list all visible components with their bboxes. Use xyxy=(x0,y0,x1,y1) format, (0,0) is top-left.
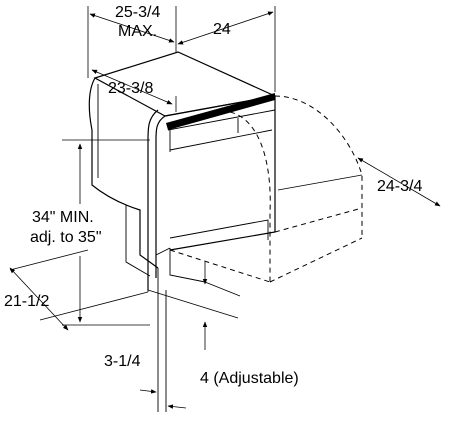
label-width: 24 xyxy=(213,21,231,38)
dim-arrow-width xyxy=(177,11,274,45)
label-toe-depth: 3-1/4 xyxy=(104,353,141,370)
door-mid-line xyxy=(274,207,363,233)
label-max-depth-note: MAX. xyxy=(118,23,157,40)
kick-top xyxy=(169,219,269,240)
dim-toe-height: 21-1/2 xyxy=(4,249,149,331)
door-open-bottom xyxy=(269,237,363,283)
dim-arrow-depth xyxy=(91,69,173,105)
door-arc-outer xyxy=(274,95,363,238)
panel-line xyxy=(167,109,276,131)
dim-arrow-toe-left xyxy=(139,389,157,394)
label-height-adj: adj. to 35" xyxy=(30,229,102,246)
label-door-open: 24-3/4 xyxy=(377,178,422,195)
dim-width: 24 xyxy=(177,6,276,92)
dim-arrow-max-depth xyxy=(89,13,175,43)
dim-max-depth: 25-3/4 MAX. xyxy=(87,4,177,78)
label-depth: 23-3/8 xyxy=(108,80,153,97)
handle-line xyxy=(169,129,273,151)
door-floor-line xyxy=(169,249,271,283)
floor-lines xyxy=(147,268,241,412)
ext-line xyxy=(277,174,363,191)
kick-left xyxy=(169,248,206,283)
ext-line xyxy=(39,291,149,321)
control-panel-strip xyxy=(166,93,275,130)
dim-toe-depth: 3-1/4 xyxy=(104,353,187,409)
dim-arrow-toe-height xyxy=(9,267,69,331)
dim-leg-adjust: 4 (Adjustable) xyxy=(200,262,299,387)
floor-line-right xyxy=(204,281,241,297)
cabinet-side xyxy=(88,77,159,269)
front-corner-inner xyxy=(155,115,166,278)
label-max-depth-value: 25-3/4 xyxy=(115,4,160,21)
appliance-body xyxy=(88,51,277,290)
dim-arrow-door-open xyxy=(357,157,441,207)
label-leg-adjust: 4 (Adjustable) xyxy=(200,370,299,387)
kick-join xyxy=(155,247,171,256)
dim-depth: 23-3/8 xyxy=(91,69,177,112)
floor-line-left xyxy=(147,289,239,319)
side-recess xyxy=(125,205,151,277)
ext-line xyxy=(9,249,89,271)
dim-arrow-toe-right xyxy=(167,404,187,409)
dim-door-open: 24-3/4 xyxy=(277,157,441,207)
door-arc-inner xyxy=(229,111,271,282)
label-height-min: 34" MIN. xyxy=(32,209,94,226)
label-toe-height: 21-1/2 xyxy=(4,293,49,310)
front-panel xyxy=(164,95,276,251)
dim-height: 34" MIN. adj. to 35" xyxy=(30,139,150,326)
